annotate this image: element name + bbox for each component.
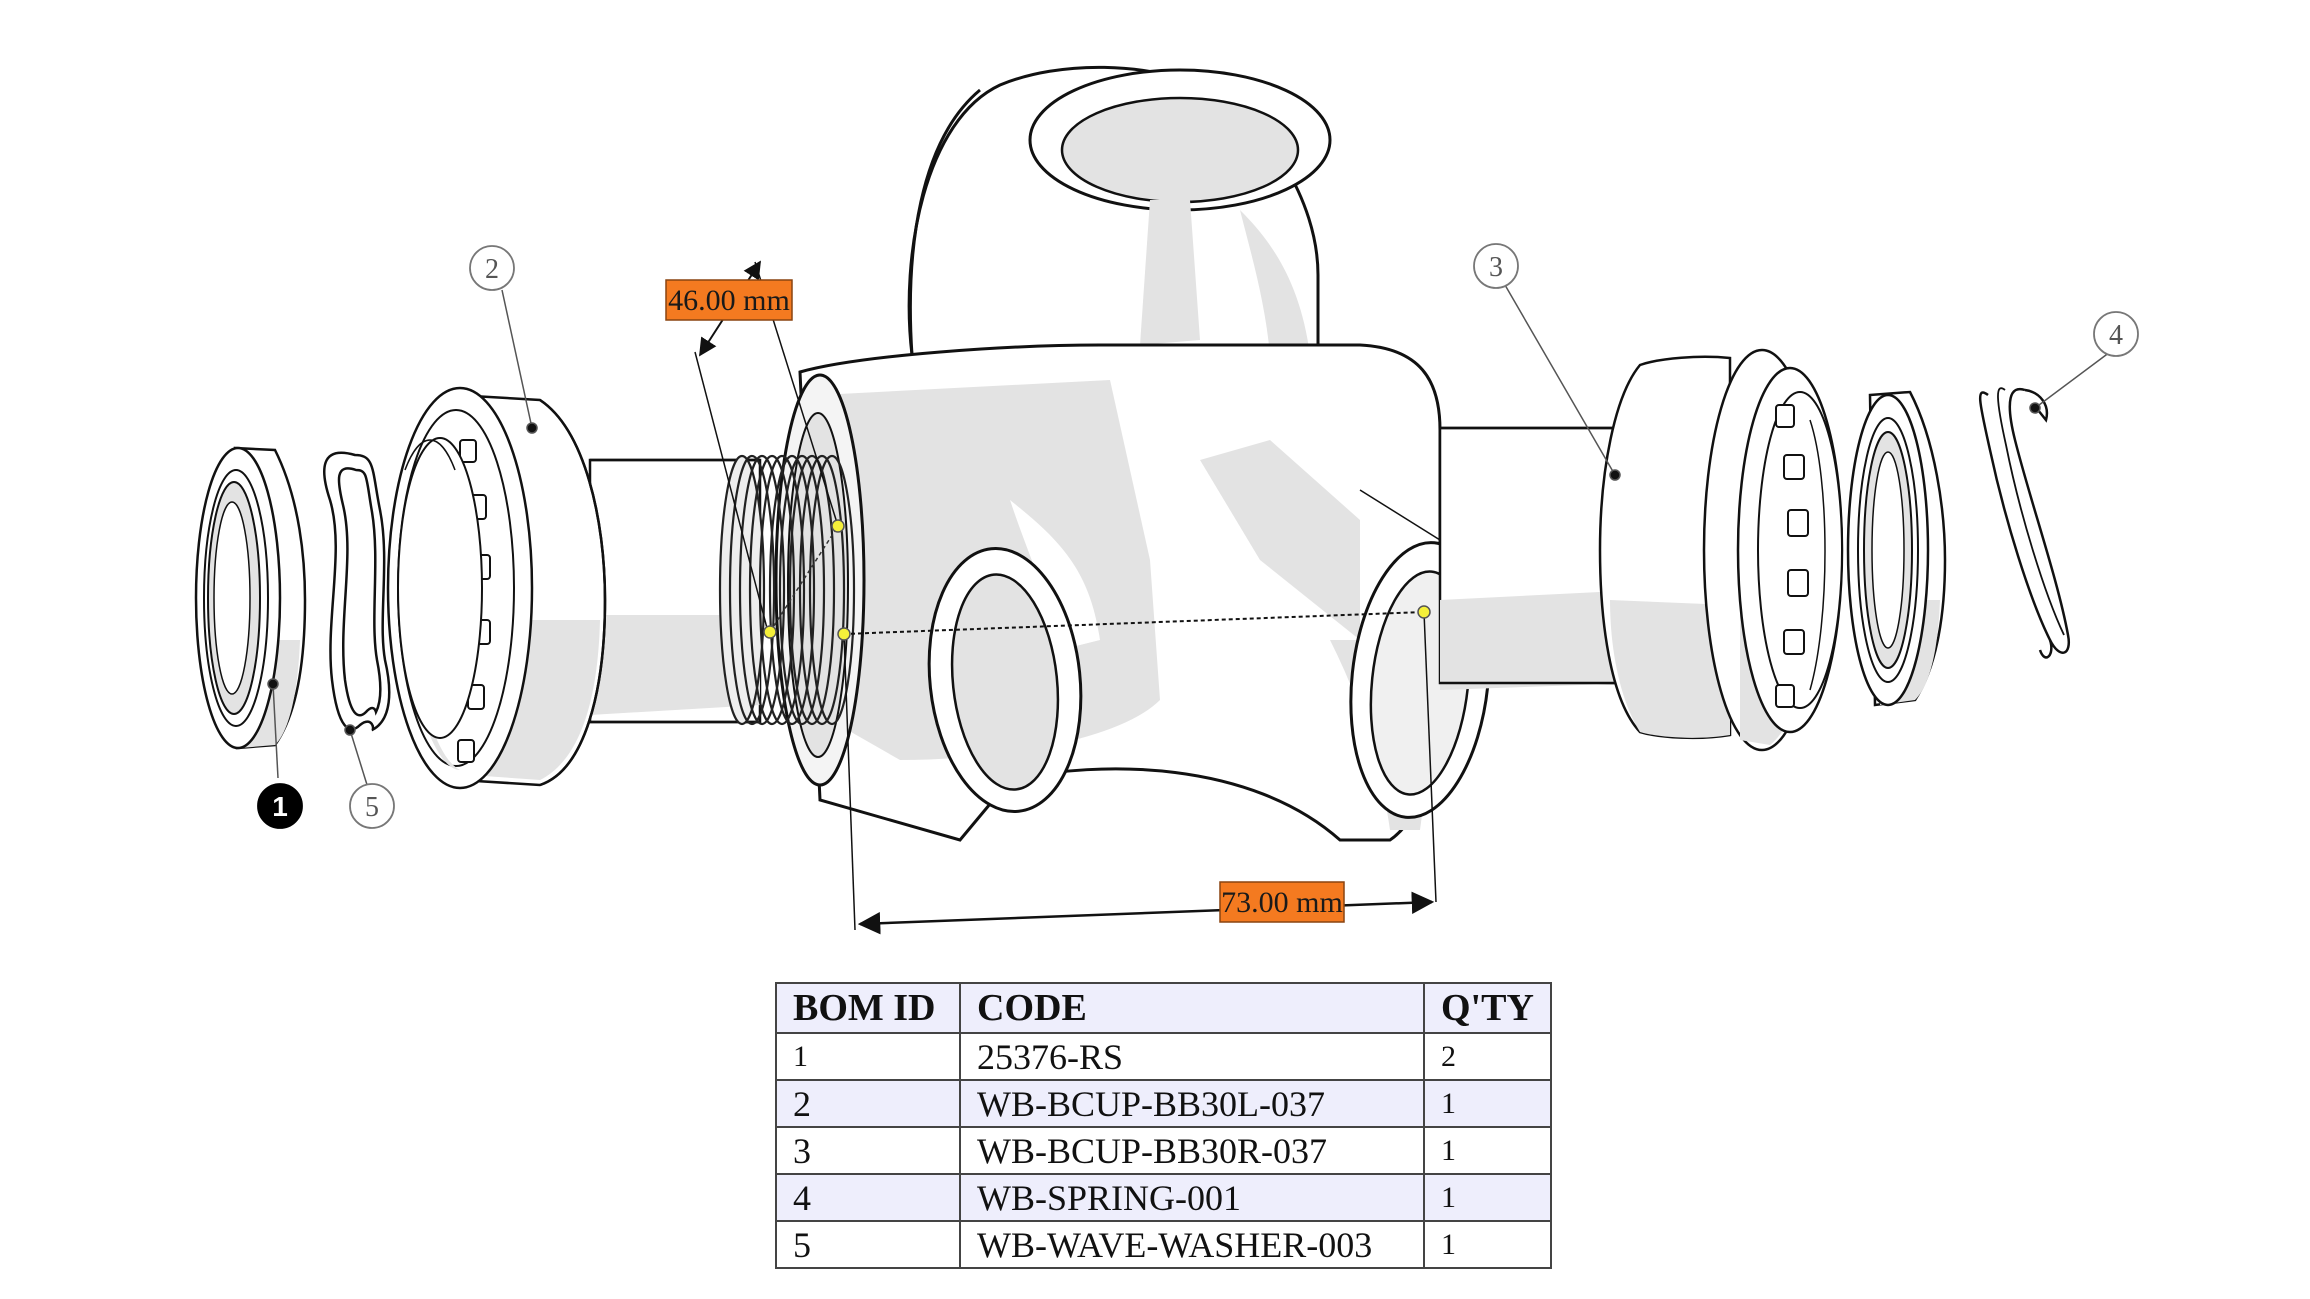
bom-cell-id: 1 [775,1032,961,1081]
callout-2[interactable]: 2 [469,245,515,291]
bom-cell-code: WB-BCUP-BB30L-037 [959,1079,1425,1128]
bom-cell-id: 3 [775,1126,961,1175]
left-bearing-cup [386,386,607,790]
bom-header-qty: Q'TY [1423,982,1552,1034]
bom-header-code: CODE [959,982,1425,1034]
bom-row[interactable]: 2 WB-BCUP-BB30L-037 1 [775,1079,1552,1128]
callout-1-selected[interactable]: 1 [257,783,303,829]
dimension-73mm: 73.00 mm [843,611,1437,935]
bom-header-row: BOM ID CODE Q'TY [775,982,1552,1034]
left-threaded-sleeve [588,454,856,726]
bom-cell-id: 2 [775,1079,961,1128]
bom-cell-code: WB-WAVE-WASHER-003 [959,1220,1425,1269]
measure-point [837,627,851,641]
callout-5[interactable]: 5 [349,783,395,829]
callout-3-label: 3 [1489,252,1503,283]
right-bearing [1846,390,1947,707]
callout-4-label: 4 [2109,320,2123,351]
callout-1-label: 1 [272,791,288,822]
spring-clip [1978,387,2071,659]
dimension-46mm: 46.00 mm [665,260,839,633]
dimension-46mm-label: 46.00 mm [668,284,790,317]
frame-shell [774,65,1491,842]
callout-4[interactable]: 4 [2093,311,2139,357]
left-bearing [194,446,307,750]
callout-leaders [267,284,2111,789]
bom-row[interactable]: 1 25376-RS 2 [775,1032,1552,1081]
bom-row[interactable]: 5 WB-WAVE-WASHER-003 1 [775,1220,1552,1269]
bom-cell-id: 4 [775,1173,961,1222]
measure-point [763,625,777,639]
measure-points [763,519,1431,641]
bom-header-id: BOM ID [775,982,961,1034]
right-bearing-cup [1598,348,1844,752]
callout-5-label: 5 [365,792,379,823]
dimension-73mm-label-box [1219,881,1345,923]
bom-cell-id: 5 [775,1220,961,1269]
callout-3[interactable]: 3 [1473,243,1519,289]
bom-cell-qty: 1 [1423,1079,1552,1128]
bom-cell-qty: 1 [1423,1173,1552,1222]
measure-point [1417,605,1431,619]
wave-washer [323,451,391,732]
bom-cell-qty: 1 [1423,1126,1552,1175]
bom-row[interactable]: 3 WB-BCUP-BB30R-037 1 [775,1126,1552,1175]
dimension-46mm-label-box [665,279,793,321]
bom-cell-code: WB-SPRING-001 [959,1173,1425,1222]
dimension-73mm-label: 73.00 mm [1221,886,1343,919]
bom-row[interactable]: 4 WB-SPRING-001 1 [775,1173,1552,1222]
bom-cell-code: WB-BCUP-BB30R-037 [959,1126,1425,1175]
bom-cell-qty: 2 [1423,1032,1552,1081]
callout-2-label: 2 [485,254,499,285]
bom-cell-code: 25376-RS [959,1032,1425,1081]
bom-table: BOM ID CODE Q'TY 1 25376-RS 2 2 WB-BCUP-… [775,982,1552,1269]
measure-point [831,519,845,533]
bom-cell-qty: 1 [1423,1220,1552,1269]
